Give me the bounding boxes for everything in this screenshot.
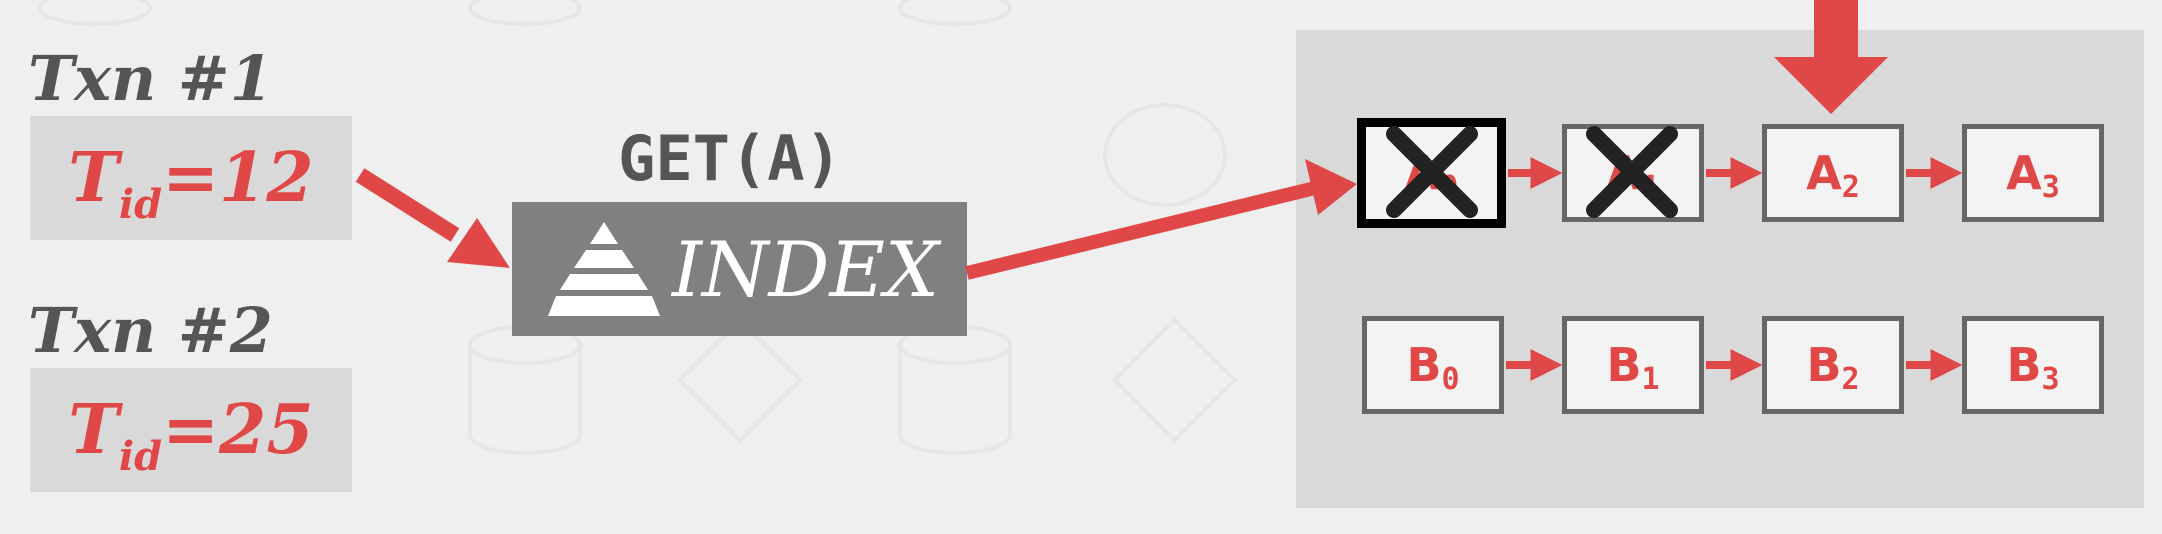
node-subscript: 0	[1440, 169, 1459, 205]
txn2-title: Txn #2	[28, 294, 273, 367]
node-subscript: 3	[2041, 361, 2060, 397]
get-operation-label: GET(A)	[618, 122, 842, 195]
txn2-tid-subscript: id	[118, 432, 163, 480]
node-letter: A	[1806, 146, 1842, 200]
txn2-tid-value: =25	[162, 390, 314, 470]
node-subscript: 0	[1441, 361, 1460, 397]
node-letter: B	[1406, 338, 1442, 392]
node-letter: B	[1606, 338, 1642, 392]
node-subscript: 2	[1841, 169, 1860, 205]
txn1-tid-subscript: id	[118, 180, 163, 228]
version-storage-area	[1296, 30, 2144, 508]
node-subscript: 3	[2041, 169, 2060, 205]
node-letter: A	[1606, 146, 1642, 200]
node-subscript: 2	[1841, 361, 1860, 397]
pyramid-icon	[548, 222, 660, 316]
index-box: INDEX	[512, 202, 967, 336]
txn1-to-index-arrow	[355, 168, 510, 268]
txn1-tid-symbol: T	[68, 138, 119, 218]
txn1-tid-value: =12	[162, 138, 314, 218]
index-label: INDEX	[672, 225, 940, 314]
node-subscript: 1	[1641, 361, 1660, 397]
txn1-title: Txn #1	[28, 42, 273, 115]
node-letter: A	[2006, 146, 2042, 200]
node-subscript: 1	[1641, 169, 1660, 205]
node-letter: B	[2006, 338, 2042, 392]
node-letter: A	[1404, 146, 1441, 200]
txn2-tid-symbol: T	[68, 390, 119, 470]
node-letter: B	[1806, 338, 1842, 392]
